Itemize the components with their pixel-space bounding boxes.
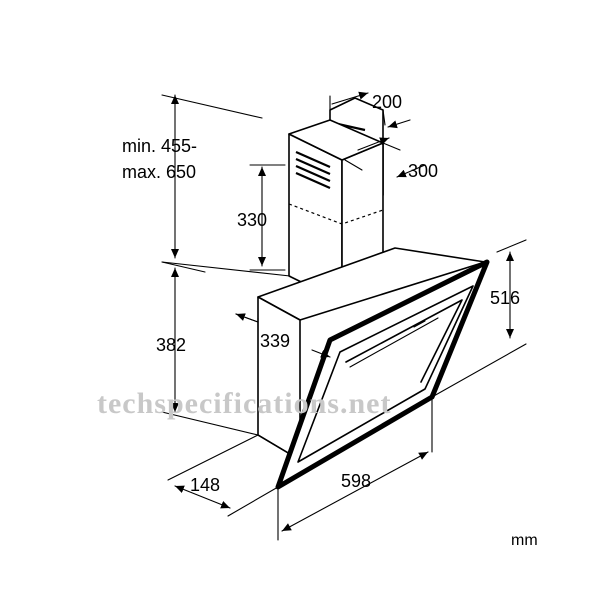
dim-label-min: min. 455- (122, 136, 197, 156)
dim-label-300: 300 (408, 161, 438, 181)
dim-label-382: 382 (156, 335, 186, 355)
unit-label: mm (511, 532, 538, 549)
dim-chimney-section (249, 164, 286, 271)
chimney-front-grille (295, 150, 331, 190)
watermark: techspecifications.net (97, 387, 391, 420)
dim-label-516: 516 (490, 288, 520, 308)
dim-canopy-height (431, 239, 527, 398)
dim-body-depth-bottom (167, 434, 279, 517)
dim-chimney-width (329, 91, 411, 129)
dim-body-depth-top (235, 313, 331, 358)
dim-chimney-depth (344, 137, 426, 178)
dim-label-200: 200 (372, 92, 402, 112)
dim-label-339: 339 (260, 331, 290, 351)
dim-label-148: 148 (190, 475, 220, 495)
dim-label-598: 598 (341, 471, 371, 491)
dim-label-max: max. 650 (122, 162, 196, 182)
dim-label-330: 330 (237, 210, 267, 230)
dim-body-height (161, 261, 259, 436)
dim-chimney-height (161, 94, 291, 277)
dim-width (277, 396, 433, 541)
